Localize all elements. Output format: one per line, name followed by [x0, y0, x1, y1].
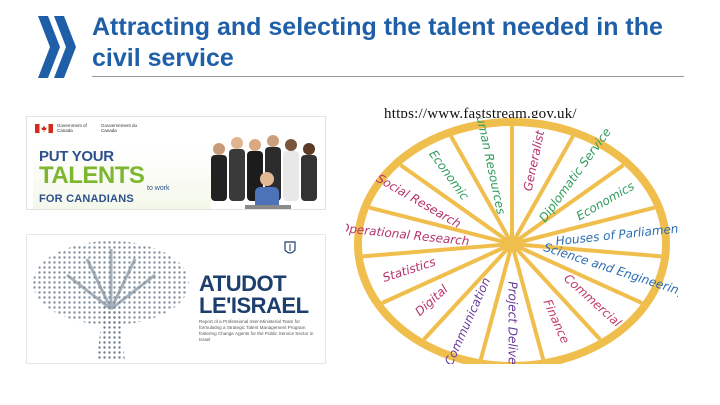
gov-name-en: Government of Canada	[57, 123, 87, 133]
canada-flag-icon	[35, 124, 53, 133]
wheel-spoke	[510, 163, 625, 246]
wheel-spoke	[381, 242, 513, 305]
people-tree-illustration	[33, 241, 189, 361]
wheel-spoke	[478, 243, 514, 360]
report-title-line-2: LE'ISRAEL	[199, 293, 309, 318]
wheel-spoke	[510, 242, 602, 341]
title-divider	[92, 76, 684, 77]
slide-title: Attracting and selecting the talent need…	[92, 13, 663, 72]
wheel-spoke	[511, 205, 656, 246]
banner-line-1: PUT YOUR	[39, 148, 114, 165]
banner-line-3: to work	[147, 185, 170, 192]
atudot-report-cover: ATUDOT LE'ISRAEL Report of a Professiona…	[26, 234, 326, 364]
wheel-spoke	[510, 135, 575, 245]
wheel-spoke	[362, 242, 513, 259]
banner-line-2: TALENTS	[39, 162, 145, 189]
wheel-segment-label: Project Delivery	[506, 281, 520, 364]
wheel-spoke	[399, 163, 514, 246]
gov-name-fr: Gouvernement du Canada	[101, 123, 138, 133]
report-title-line-1: ATUDOT	[199, 271, 287, 296]
banner-line-4: FOR CANADIANS	[39, 193, 134, 205]
wheel-spoke	[511, 242, 643, 305]
chevron-logo-icon	[38, 16, 76, 78]
wheel-spoke	[510, 243, 546, 360]
talents-banner: PUT YOUR TALENTS to work FOR CANADIANS	[33, 147, 211, 209]
wheel-spoke	[368, 205, 513, 246]
canada-recruitment-banner: Government of Canada Gouvernement du Can…	[26, 116, 326, 210]
wheel-hub	[506, 238, 518, 250]
wheel-spoke	[422, 242, 514, 341]
israel-emblem-icon	[284, 241, 296, 254]
report-subtitle: Report of a Professional Inter-Ministeri…	[199, 319, 314, 342]
wheel-spoke	[449, 135, 514, 245]
civil-servants-photo	[211, 135, 317, 209]
wheel-spoke	[511, 242, 662, 259]
